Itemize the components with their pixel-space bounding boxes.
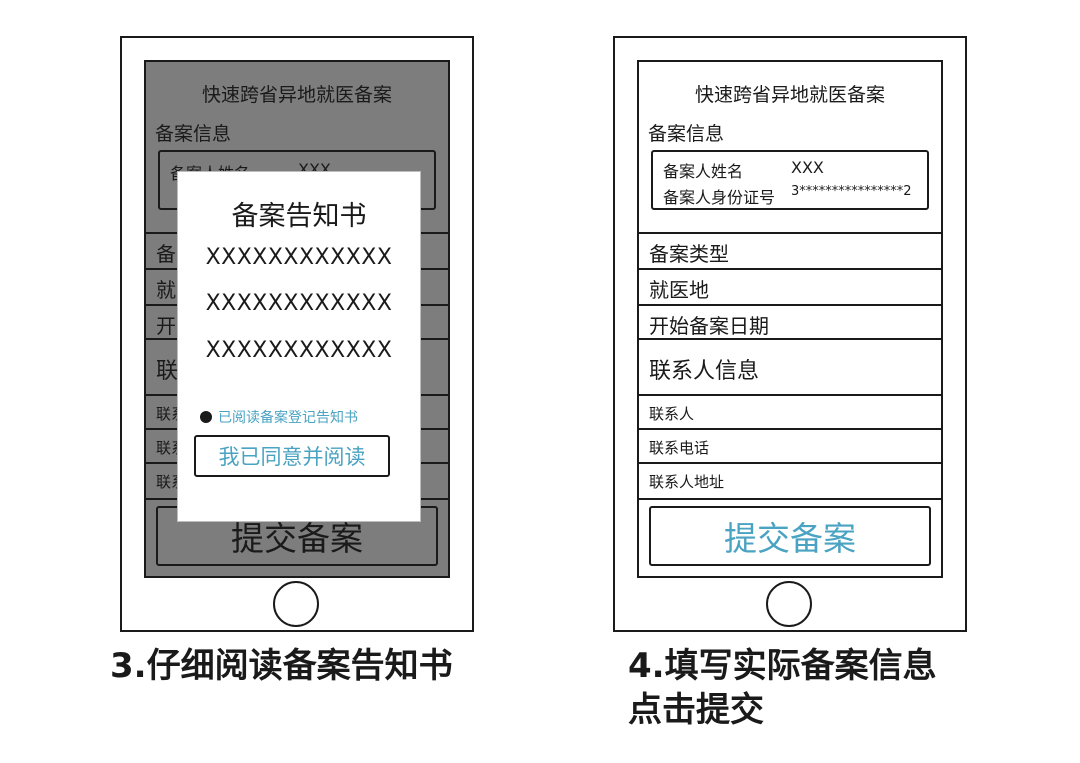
info-name-row: 备案人姓名 XXX (663, 158, 824, 182)
row-label: 就 (156, 278, 176, 302)
row-label: 联系人信息 (649, 359, 760, 384)
form-row-filing-type[interactable]: 备案类型 (639, 232, 941, 268)
modal-text-line: XXXXXXXXXXXX (205, 245, 393, 270)
info-id-row: 备案人身份证号 3****************2 (663, 184, 912, 208)
row-label: 联 (156, 359, 179, 384)
agree-button[interactable]: 我已同意并阅读 (194, 435, 390, 477)
row-label: 联系人地址 (649, 473, 725, 491)
app-title: 快速跨省异地就医备案 (201, 84, 392, 106)
row-label: 联系人 (649, 405, 695, 423)
form-row-contact-person[interactable]: 联系人 (639, 394, 941, 428)
info-name-value: XXX (791, 158, 824, 177)
step-caption-right-line1: 4.填写实际备案信息 (628, 646, 937, 686)
modal-text-line: XXXXXXXXXXXX (205, 338, 393, 363)
home-button-icon[interactable] (273, 581, 319, 627)
phone-right: 快速跨省异地就医备案 备案信息 备案人姓名 XXX 备案人身份证号 3*****… (613, 36, 967, 632)
submit-button[interactable]: 提交备案 (649, 506, 931, 566)
row-label: 备 (156, 242, 176, 266)
app-title: 快速跨省异地就医备案 (694, 84, 885, 106)
home-button-icon[interactable] (766, 581, 812, 627)
info-id-value: 3****************2 (791, 184, 912, 199)
form-row-start-date[interactable]: 开始备案日期 (639, 304, 941, 338)
section-title: 备案信息 (648, 123, 725, 145)
notice-modal: 备案告知书 XXXXXXXXXXXX XXXXXXXXXXXX XXXXXXXX… (178, 172, 420, 521)
row-label: 开始备案日期 (649, 314, 769, 338)
divider (639, 498, 941, 500)
row-label: 就医地 (649, 278, 709, 302)
screen-right: 快速跨省异地就医备案 备案信息 备案人姓名 XXX 备案人身份证号 3*****… (637, 60, 943, 578)
row-label: 联系电话 (649, 439, 710, 457)
screen-left: 快速跨省异地就医备案 备案信息 备案人姓名 XXX 2 备 就 开 联 联系 联… (144, 60, 450, 578)
info-box: 备案人姓名 XXX 备案人身份证号 3****************2 (651, 150, 929, 210)
row-label: 备案类型 (649, 242, 729, 266)
info-id-label: 备案人身份证号 (663, 188, 776, 207)
form-row-contact-phone[interactable]: 联系电话 (639, 428, 941, 462)
step-caption-right-line2: 点击提交 (628, 690, 764, 730)
form-row-contact-info: 联系人信息 (639, 338, 941, 394)
info-name-label: 备案人姓名 (663, 162, 744, 181)
row-label: 开 (156, 314, 176, 338)
step-caption-left: 3.仔细阅读备案告知书 (110, 646, 453, 686)
modal-text-line: XXXXXXXXXXXX (205, 291, 393, 316)
modal-title: 备案告知书 (231, 201, 367, 232)
form-row-contact-address[interactable]: 联系人地址 (639, 462, 941, 498)
section-title: 备案信息 (155, 123, 232, 145)
form-row-hospital-location[interactable]: 就医地 (639, 268, 941, 304)
phone-left: 快速跨省异地就医备案 备案信息 备案人姓名 XXX 2 备 就 开 联 联系 联… (120, 36, 474, 632)
radio-label[interactable]: 已阅读备案登记告知书 (218, 410, 358, 426)
radio-button-icon[interactable] (200, 411, 212, 423)
